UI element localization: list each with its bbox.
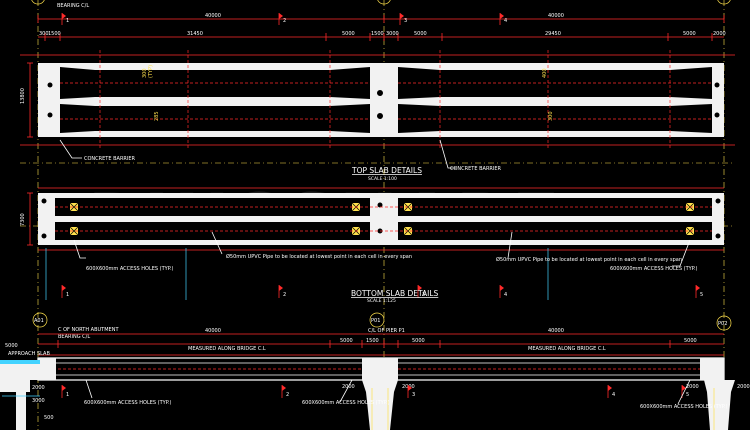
girder-elevation [37, 357, 725, 381]
dim-top-span-right: 40000 [548, 13, 564, 19]
pier-p01 [362, 380, 398, 430]
mark-mid-2: 2 [283, 292, 286, 298]
lower-chain-3: 5000 [684, 338, 697, 344]
mark-bot-4: 4 [612, 392, 615, 398]
pier-p02 [704, 380, 735, 430]
mark-bot-2: 2 [286, 392, 289, 398]
mark-top-1: 1 [66, 18, 69, 24]
mark-mid-5: 5 [700, 292, 703, 298]
dim-chain-1: 1500 [48, 31, 61, 37]
small-val-2: 285 [154, 111, 160, 121]
top-slab [38, 63, 724, 137]
mark-top-3: 3 [404, 18, 407, 24]
lower-left-0: 5000 [5, 343, 18, 349]
abutment [0, 360, 40, 430]
section-marks-top [61, 13, 504, 25]
dim-chain-3: 5000 [342, 31, 355, 37]
lower-left-2: 3000 [32, 398, 45, 404]
bottom-slab-lines [27, 187, 724, 300]
dim-bottom-side: 7300 [20, 213, 26, 226]
top-slab-title: TOP SLAB DETAILS [351, 166, 422, 175]
lower-chain-1: 1500 [366, 338, 379, 344]
lower-right-1: 2000 [737, 384, 750, 390]
concrete-barrier-right: CONCRETE BARRIER [450, 166, 502, 172]
lower-chain-0: 5000 [340, 338, 353, 344]
north-abutment-label: C OF NORTH ABUTMENT [58, 327, 119, 333]
lower-leaders [85, 379, 691, 405]
bubble-p01: P01 [371, 318, 380, 324]
access-holes-right: 600X600mm ACCESS HOLES (TYP.) [610, 266, 698, 272]
top-dimension-chain [37, 15, 725, 41]
bottom-slab-leaders [73, 231, 691, 267]
dim-chain-0: 300 [39, 31, 49, 37]
lower-left-3: 500 [44, 415, 54, 421]
mark-mid-1: 1 [66, 292, 69, 298]
mark-bot-5: 5 [686, 392, 689, 398]
section-marks-bottom [61, 385, 686, 398]
dim-chain-2: 31450 [187, 31, 203, 37]
dim-lower-span-left: 40000 [205, 328, 221, 334]
lower-left-1: 2000 [32, 385, 45, 391]
concrete-barrier-left: CONCRETE BARRIER [84, 156, 136, 162]
upvc-left: Ø50mm UPVC Pipe to be located at lowest … [226, 253, 412, 260]
small-val-3: 400 [542, 68, 548, 78]
mark-top-2: 2 [283, 18, 286, 24]
dim-top-span-left: 40000 [205, 13, 221, 19]
access-bottom-2: 600X600mm ACCESS HOLES (TYP.) [302, 400, 390, 406]
access-bottom-1: 600X600mm ACCESS HOLES (TYP.) [84, 400, 172, 406]
pier-cl-label: C/L OF PIER P1 [368, 328, 405, 334]
dim-chain-4: 1500 [371, 31, 384, 37]
dim-lower-span-right: 40000 [548, 328, 564, 334]
dim-chain-9: 2000 [713, 31, 726, 37]
dim-chain-6: 5000 [414, 31, 427, 37]
lower-dimension-chains [38, 333, 724, 356]
dim-top-side: 13800 [20, 88, 26, 104]
top-slab-reinforcement [20, 50, 735, 150]
upvc-right: Ø50mm UPVC Pipe to be located at lowest … [496, 256, 682, 263]
lower-right-0: 2000 [686, 384, 699, 390]
access-bottom-3: 600X600mm ACCESS HOLES (TYP.) [640, 404, 728, 410]
grid-bubbles-lower [32, 312, 732, 331]
section-marks-middle [61, 285, 700, 298]
dim-chain-8: 5000 [683, 31, 696, 37]
concrete-barrier-leaders [59, 139, 456, 169]
small-val-1: (TYP) [148, 65, 154, 78]
bubble-p02: P02 [718, 321, 727, 327]
measured-right: MEASURED ALONG BRIDGE C.L [528, 346, 606, 352]
mark-top-4: 4 [504, 18, 507, 24]
small-val-4: 300 [548, 111, 554, 121]
top-slab-scale: SCALE 1:100 [368, 176, 397, 182]
mark-bot-1: 1 [66, 392, 69, 398]
bottom-slab-title: BOTTOM SLAB DETAILS [351, 289, 439, 298]
small-val-0: 300 [142, 68, 148, 78]
bearing-cl-label-top: BEARING C/L [57, 3, 89, 9]
approach-slab-label: APPROACH SLAB [8, 351, 50, 357]
measured-left: MEASURED ALONG BRIDGE C.L [188, 346, 266, 352]
grid-bubble-top [31, 0, 731, 5]
bottom-slab-scale: SCALE 1:125 [367, 298, 396, 304]
bubble-a01: A01 [34, 318, 44, 324]
mark-bot-3: 3 [412, 392, 415, 398]
bottom-slab [38, 193, 724, 245]
bearing-cl-label-bottom: BEARING C/L [58, 334, 90, 340]
lower-chain-2: 5000 [412, 338, 425, 344]
dim-chain-5: 3000 [386, 31, 399, 37]
dim-chain-7: 29450 [545, 31, 561, 37]
mark-mid-4: 4 [504, 292, 507, 298]
mark-mid-3: 3 [422, 292, 425, 298]
access-holes-left: 600X600mm ACCESS HOLES (TYP.) [86, 266, 174, 272]
